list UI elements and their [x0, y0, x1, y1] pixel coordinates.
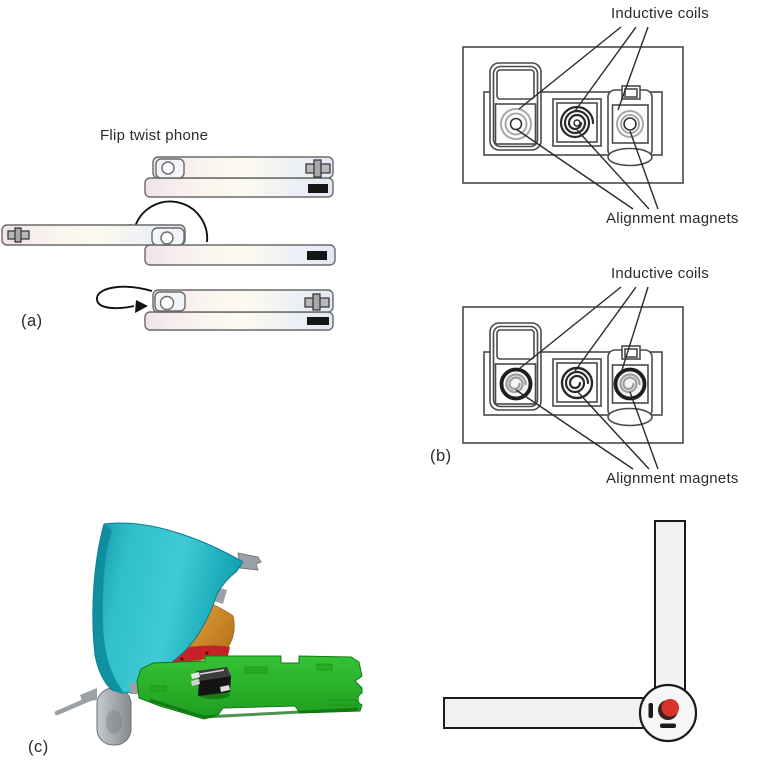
vertical-arm: [654, 520, 686, 697]
inductive-coils-label-top: Inductive coils: [611, 5, 709, 22]
phone-flipped-open: [1, 224, 336, 266]
inductive-coil-right: [616, 110, 644, 138]
alignment-magnets-label-bottom: Alignment magnets: [606, 470, 739, 487]
coil-leader-lines: [518, 26, 649, 112]
hinge-foot-shading: [106, 710, 122, 734]
panel-c-tag: (c): [28, 738, 49, 756]
coil-leader-lines: [518, 286, 649, 372]
charging-pad-diagram-top: [462, 26, 684, 210]
device-screen: [496, 329, 535, 360]
inductive-coils-label-bottom: Inductive coils: [611, 265, 709, 282]
phone-lower-half: [144, 244, 336, 266]
display-window: [307, 317, 329, 325]
phone-closed: [144, 156, 334, 198]
magnet-leader-lines: [515, 389, 659, 470]
panel-a-phones-diagram: [1, 156, 336, 331]
magnet-leader-lines: [515, 128, 659, 210]
display-window: [308, 184, 328, 193]
alignment-magnet-dot: [623, 117, 637, 131]
device-media-player: [489, 62, 542, 151]
phone-lower-half: [144, 177, 334, 198]
band-rivet: [180, 657, 184, 661]
connector-icon: [304, 293, 330, 311]
hinge-pin-icon: [159, 295, 175, 311]
connector-icon: [7, 227, 30, 243]
hinge-bracket: [80, 688, 97, 702]
phone-upper-half: [152, 289, 334, 313]
hinge-pin-icon: [161, 161, 175, 175]
pcb-chip: [191, 667, 231, 699]
alignment-magnet-dot: [573, 119, 581, 127]
panel-c-render: [54, 522, 363, 746]
coil-with-magnet-left: [499, 367, 533, 401]
phone-lower-half: [144, 311, 334, 331]
phone-upper-half: [1, 224, 186, 246]
horizontal-arm: [443, 697, 657, 729]
hinge-joint-schematic: [443, 520, 698, 743]
inductive-coil-left: [500, 108, 532, 140]
joint-mark-horizontal: [660, 723, 676, 728]
phone-twisted-closed: [144, 289, 334, 331]
band-rivet: [205, 651, 209, 655]
twist-arrow-icon: [96, 285, 153, 313]
panel-a-title: Flip twist phone: [100, 127, 209, 144]
panel-b-tag: (b): [430, 447, 452, 465]
connector-icon: [305, 159, 331, 178]
hinge-pin-icon: [160, 231, 174, 245]
alignment-magnet-dot: [509, 117, 523, 131]
phone-upper-half: [152, 156, 334, 179]
pcb-edge-shading: [149, 698, 359, 719]
teal-shell-edge: [92, 524, 124, 692]
coil-with-magnet-right: [613, 367, 647, 401]
pcb-components: [149, 663, 357, 706]
indicator-dot: [661, 699, 680, 717]
pcb-board: [136, 655, 363, 720]
alignment-magnets-label-top: Alignment magnets: [606, 210, 739, 227]
panel-a-tag: (a): [21, 312, 43, 330]
inductive-coil-middle: [559, 105, 595, 139]
joint-mark-vertical: [648, 703, 653, 718]
device-screen: [496, 69, 535, 100]
charging-pad-diagram-bottom: [462, 286, 684, 470]
tip-connector: [237, 552, 262, 571]
display-window: [307, 251, 327, 260]
